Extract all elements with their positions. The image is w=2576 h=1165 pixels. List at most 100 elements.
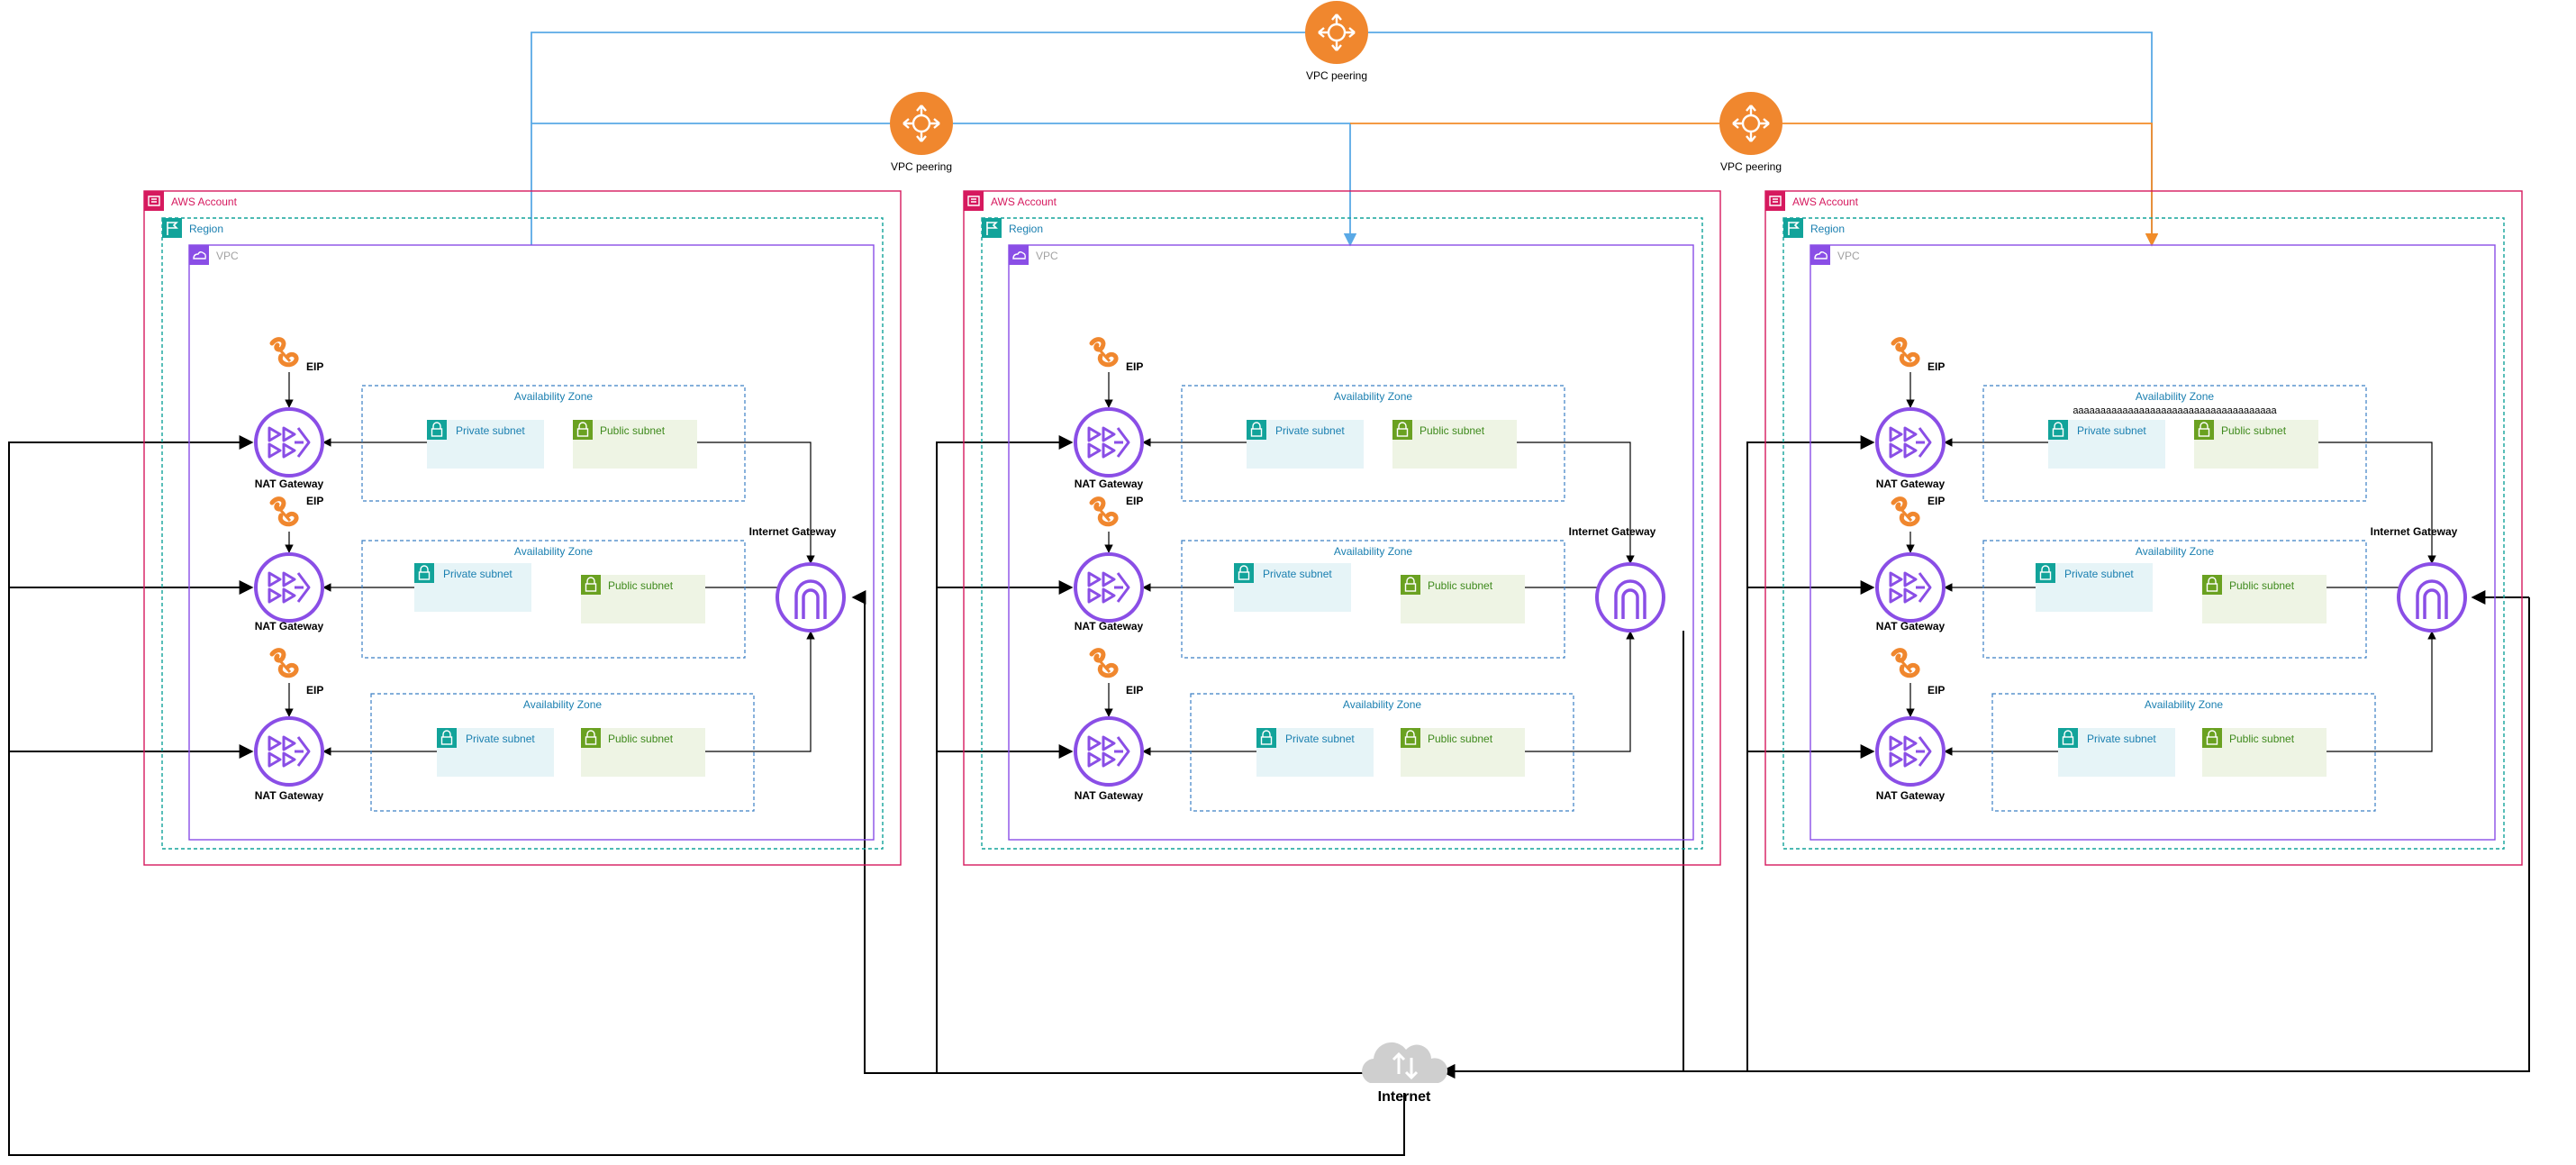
nat-gateway-icon [1875,407,1946,478]
elastic-ip-icon [1891,648,1920,678]
subnet-lock-icon-body [576,428,589,437]
private-subnet-label: Private subnet [1263,568,1332,580]
subnet-lock-icon-shackle [2064,730,2073,737]
subnet-lock-icon [437,728,457,748]
vpc-peering-icon [1719,92,1782,155]
elastic-ip-icon [269,496,299,527]
subnet-lock-icon-body [1250,428,1263,437]
internet-gateway-icon [1595,562,1665,633]
nat-gateway-label: NAT Gateway [255,478,324,490]
public-subnet[interactable] [581,728,705,777]
vpc-icon-glyph [193,251,206,259]
vpc-peering-icon-hub [912,114,931,133]
public-subnet[interactable] [1401,728,1525,777]
eip-loop-bottom [277,351,299,368]
availability-zone-frame [1991,693,2376,812]
eip-loop-bottom [277,662,299,678]
eip-label: EIP [1927,360,1945,373]
nat-gateway-icon-ring [254,716,324,787]
public-subnet[interactable] [581,575,705,623]
subnet-lock-icon-body [1404,736,1417,745]
nat-gateway-icon-ring [1074,552,1144,623]
vpc-label: VPC [216,250,239,262]
internet-gateway-label: Internet Gateway [2371,525,2458,538]
nat-gateway-icon [1074,552,1144,623]
availability-zone-1: Availability Zoneaaaaaaaaaaaaaaaaaaaaaaa… [1875,337,2367,502]
public-subnet[interactable] [573,420,697,469]
nat-gateway-icon-ring [254,407,324,478]
eip-label: EIP [1927,495,1945,507]
internet-gateway-label: Internet Gateway [749,525,837,538]
aws-account-label: AWS Account [991,196,1057,208]
subnet-lock-icon-body [431,428,443,437]
vpc-icon [1810,245,1830,265]
nat-gateway-label: NAT Gateway [1075,620,1144,633]
vpc-peering-icon-hub [1741,114,1761,133]
public-subnet[interactable] [1401,575,1525,623]
public-subnet[interactable] [2202,575,2327,623]
public-subnet-igw-link [697,441,815,564]
eip-label: EIP [306,495,323,507]
subnet-lock-icon [1234,563,1254,583]
availability-zone-frame [1982,385,2367,502]
eip-link [1095,657,1111,673]
aws-account-frame [963,190,1721,866]
vpc-peering-label: VPC peering [891,160,952,173]
subnet-lock-icon-body [2039,571,2052,580]
availability-zone-note: aaaaaaaaaaaaaaaaaaaaaaaaaaaaaaaaaaaaa [2073,405,2277,416]
nat-gateway-label: NAT Gateway [1075,789,1144,802]
public-subnet-igw-link [705,631,815,752]
nat-gateway-icon-arrows [1889,735,1918,768]
subnet-lock-icon [1247,420,1266,440]
public-subnet[interactable] [2194,420,2318,469]
eip-loop-top [1891,337,1908,352]
availability-zone-label: Availability Zone [1334,545,1412,558]
nat-gateway-icon-ring [1875,407,1946,478]
public-subnet[interactable] [2202,728,2327,777]
eip-loop-top [1089,337,1106,352]
internet-nat-link-1a [8,435,1405,1156]
aws-account-icon-glyph [1769,196,1782,206]
subnet-lock-icon-shackle [586,577,595,584]
public-subnet-label: Public subnet [608,733,674,745]
aws-account-frame [143,190,902,866]
public-subnet-label: Public subnet [1428,579,1493,592]
internet-cloud-icon-shape [1362,1042,1448,1083]
internet-igw-link-3 [1442,597,2530,1072]
subnet-lock-icon [1401,575,1420,595]
subnet-lock-icon [2036,563,2055,583]
private-subnet-label: Private subnet [443,568,512,580]
eip-loop-top [1891,496,1908,512]
elastic-ip-icon [1891,337,1920,368]
subnet-lock-icon-shackle [1252,422,1261,429]
internet-gateway-icon-arch [2416,579,2448,619]
internet-label: Internet [1378,1089,1431,1105]
internet-gateway-icon [2397,562,2467,633]
vpc-frame [188,244,875,841]
region-label: Region [1009,223,1043,235]
internet-cloud-icon [1362,1042,1448,1083]
internet-gateway-icon-arch [1614,579,1646,619]
vpc-peering-icon-hub [1327,23,1347,42]
availability-zone-label: Availability Zone [523,698,602,711]
nat-gateway-icon-ring [1074,407,1144,478]
internet-gateway-label: Internet Gateway [1569,525,1656,538]
eip-label: EIP [1126,360,1143,373]
subnet-lock-icon-shackle [2054,422,2063,429]
availability-zone-frame [1181,385,1565,502]
nat-gateway-icon [254,716,324,787]
subnet-lock-icon-shackle [578,422,587,429]
availability-zone-frame [361,540,746,659]
subnet-lock-icon [414,563,434,583]
region-flag-icon-glyph [167,222,178,235]
public-subnet[interactable] [1392,420,1517,469]
nat-gateway-icon-arrows [1889,571,1918,604]
